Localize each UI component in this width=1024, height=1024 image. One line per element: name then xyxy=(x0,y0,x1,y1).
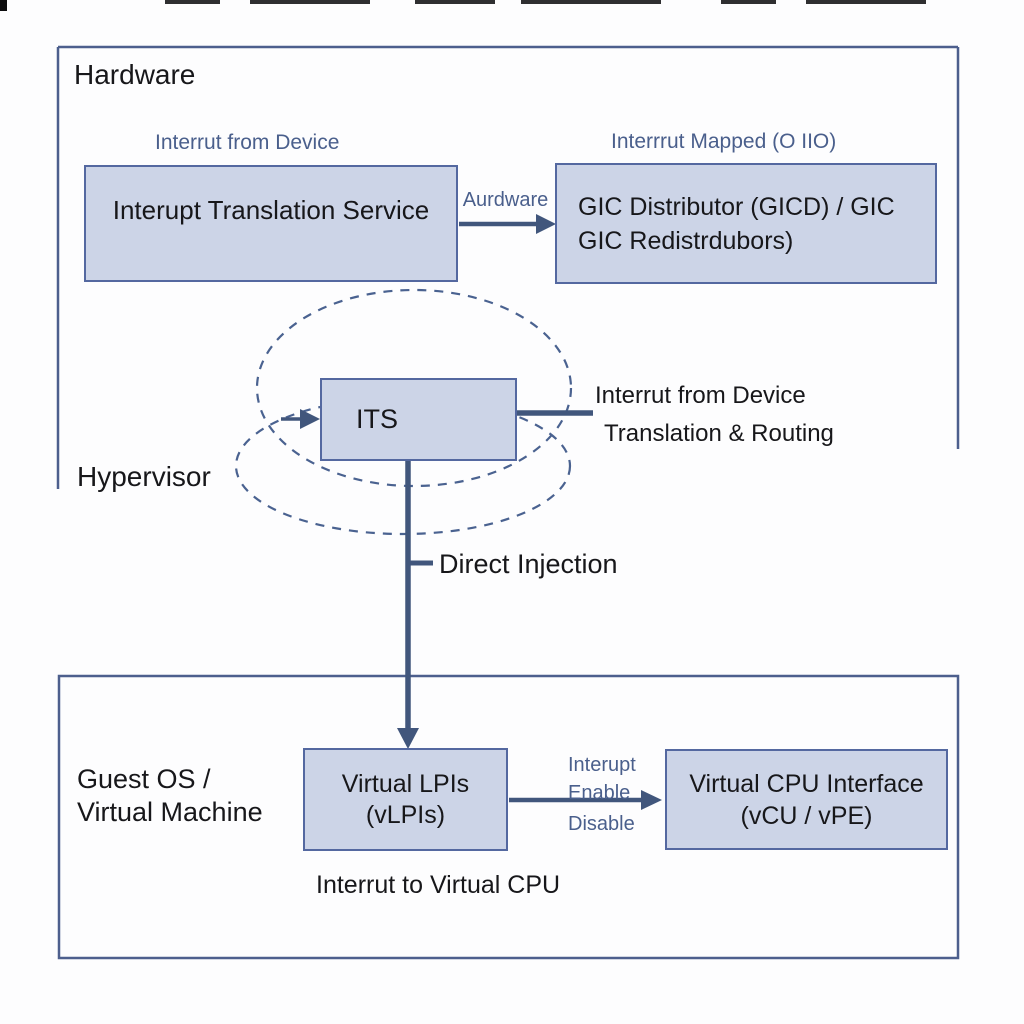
gic-distributor-line2: GIC Redistrdubors) xyxy=(578,226,794,255)
direct-injection-arrow xyxy=(397,461,433,749)
guest-layer-label-line1: Guest OS / xyxy=(77,764,211,794)
interrupt-enable-disable-label: Interupt Enable Disable xyxy=(568,751,636,838)
its-entry-arrow xyxy=(281,409,320,429)
hardware-arrow xyxy=(459,214,556,234)
virtual-cpu-interface-line2: (vCU / vPE) xyxy=(740,801,873,830)
routing-note-line1: Interrut from Device xyxy=(595,382,806,409)
guest-layer-label-line2: Virtual Machine xyxy=(77,797,263,827)
interrupt-enable-disable-line1: Interupt xyxy=(568,754,636,776)
top-edge-artifact xyxy=(0,0,960,11)
interrupt-mapped-caption: Interrrut Mapped (O IIO) xyxy=(611,130,837,153)
hardware-container-border xyxy=(56,45,960,489)
its-box: ITS xyxy=(320,378,517,461)
dashed-loop-upper-ellipse xyxy=(255,288,573,488)
virtual-lpis-line1: Virtual LPIs xyxy=(341,769,470,798)
interrupt-enable-disable-line3: Disable xyxy=(568,813,635,835)
interrupt-to-virtual-cpu-caption: Interrut to Virtual CPU xyxy=(316,871,561,899)
guest-layer-label: Guest OS / Virtual Machine xyxy=(77,763,263,829)
virtual-cpu-interface-line1: Virtual CPU Interface xyxy=(689,769,924,798)
interrupt-enable-disable-line2: Enable xyxy=(568,782,631,804)
enable-disable-arrow xyxy=(509,790,662,810)
its-label: ITS xyxy=(356,404,399,434)
virtual-cpu-interface-box: Virtual CPU Interface (vCU / vPE) xyxy=(665,749,948,850)
interrupt-translation-service-box: Interupt Translation Service xyxy=(84,165,458,282)
guest-container-border xyxy=(57,674,960,960)
virtual-lpis-box: Virtual LPIs (vLPIs) xyxy=(303,748,508,851)
hypervisor-layer-label: Hypervisor xyxy=(77,461,211,492)
gic-distributor-line1: GIC Distributor (GICD) / GIC xyxy=(578,192,895,221)
routing-note: Interrut from Device Translation & Routi… xyxy=(595,377,834,453)
interrupt-translation-service-label: Interupt Translation Service xyxy=(112,195,430,225)
virtual-lpis-line2: (vLPIs) xyxy=(365,800,446,829)
routing-note-line2: Translation & Routing xyxy=(604,420,834,447)
gic-distributor-box: GIC Distributor (GICD) / GIC GIC Redistr… xyxy=(555,163,937,284)
interrupt-from-device-caption: Interrut from Device xyxy=(155,131,340,154)
direct-injection-label: Direct Injection xyxy=(439,549,618,579)
aurdware-arrow-label: Aurdware xyxy=(462,189,549,211)
hardware-layer-label: Hardware xyxy=(74,59,196,90)
